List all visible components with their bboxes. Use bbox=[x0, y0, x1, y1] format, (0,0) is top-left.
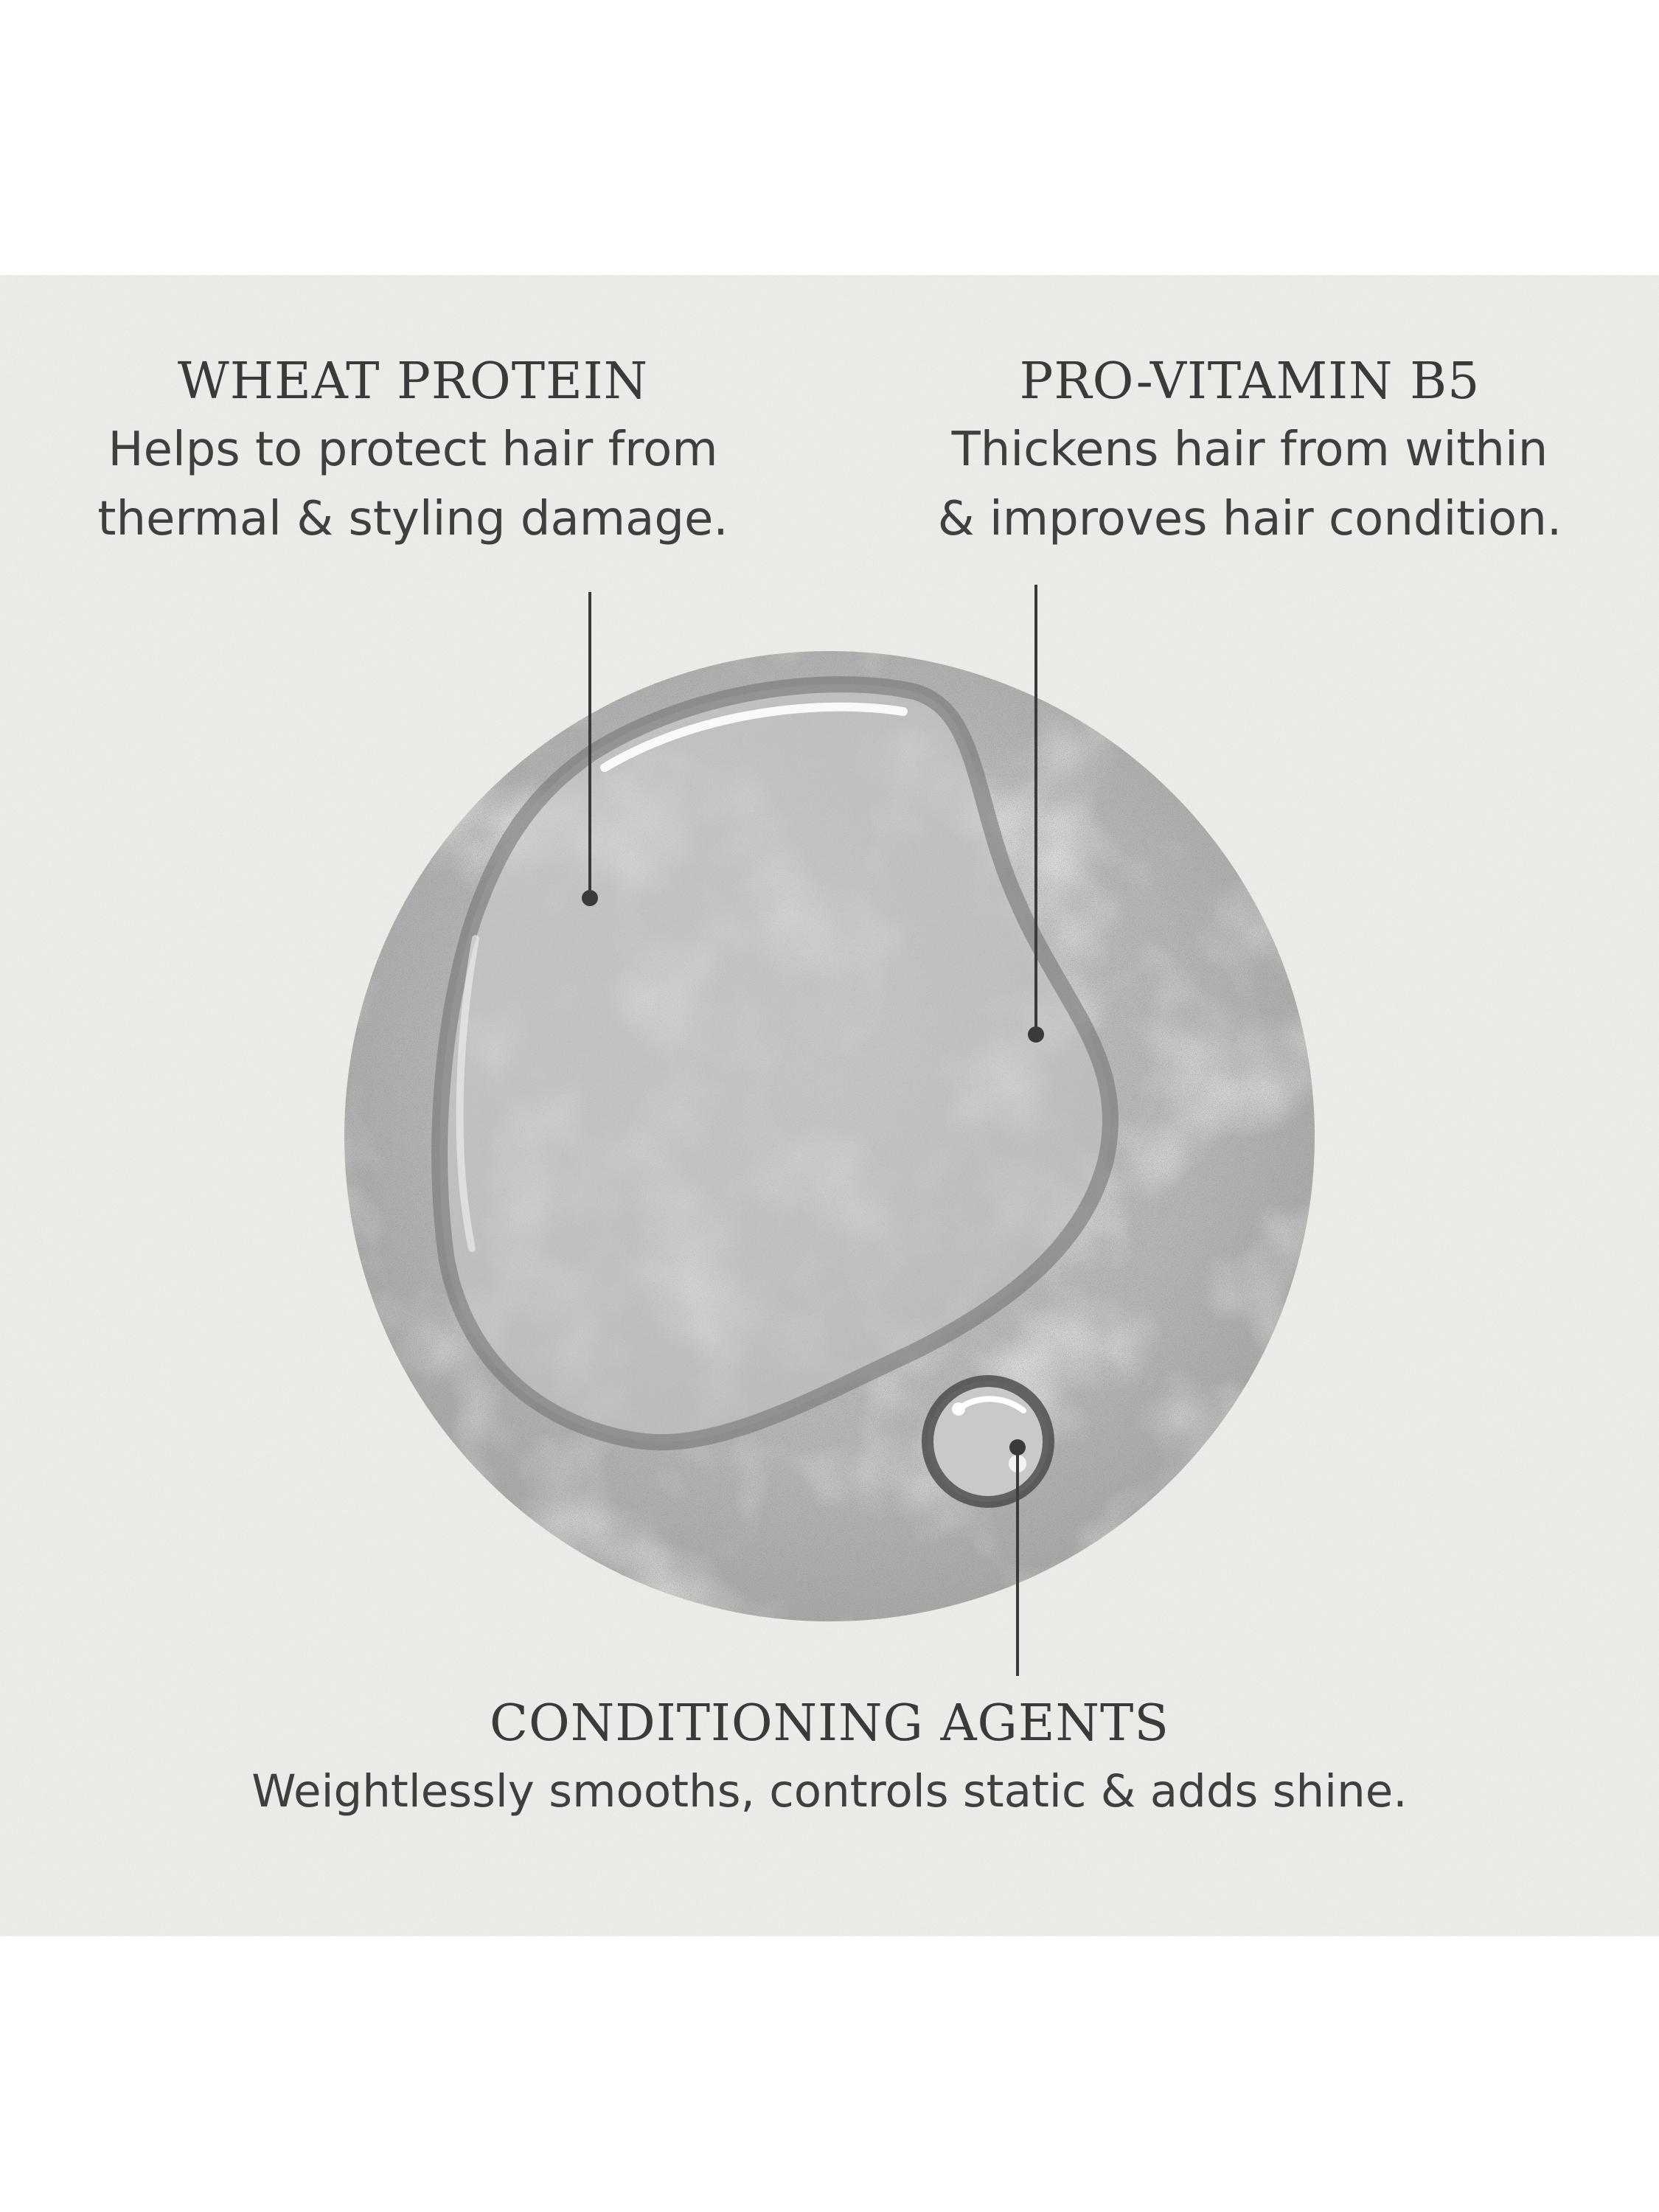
callout-heading: CONDITIONING AGENTS bbox=[490, 1694, 1169, 1753]
callout-description-line: thermal & styling damage. bbox=[97, 492, 728, 546]
callout-conditioning-agents: CONDITIONING AGENTS Weightlessly smooths… bbox=[166, 1691, 1493, 1826]
leader-line-conditioning-agents bbox=[1009, 1439, 1026, 1676]
callout-wheat-protein: WHEAT PROTEIN Helps to protect hair from… bbox=[74, 349, 752, 554]
leader-line-pro-vitamin-b5 bbox=[1028, 585, 1044, 1043]
callout-heading: WHEAT PROTEIN bbox=[177, 352, 649, 411]
callout-description-line: Helps to protect hair from bbox=[108, 422, 718, 477]
callout-pro-vitamin-b5: PRO-VITAMIN B5 Thickens hair from within… bbox=[918, 349, 1582, 554]
leader-line-wheat-protein bbox=[582, 592, 598, 906]
callout-description-line: Thickens hair from within bbox=[951, 422, 1548, 477]
ingredient-panel: WHEAT PROTEIN Helps to protect hair from… bbox=[0, 275, 1659, 1936]
callout-description-line: Weightlessly smooths, controls static & … bbox=[251, 1765, 1408, 1818]
callout-heading: PRO-VITAMIN B5 bbox=[1019, 352, 1481, 411]
callout-description-line: & improves hair condition. bbox=[937, 492, 1562, 546]
serum-swatch bbox=[344, 585, 1315, 1676]
gel-drop-large bbox=[439, 684, 1110, 1443]
